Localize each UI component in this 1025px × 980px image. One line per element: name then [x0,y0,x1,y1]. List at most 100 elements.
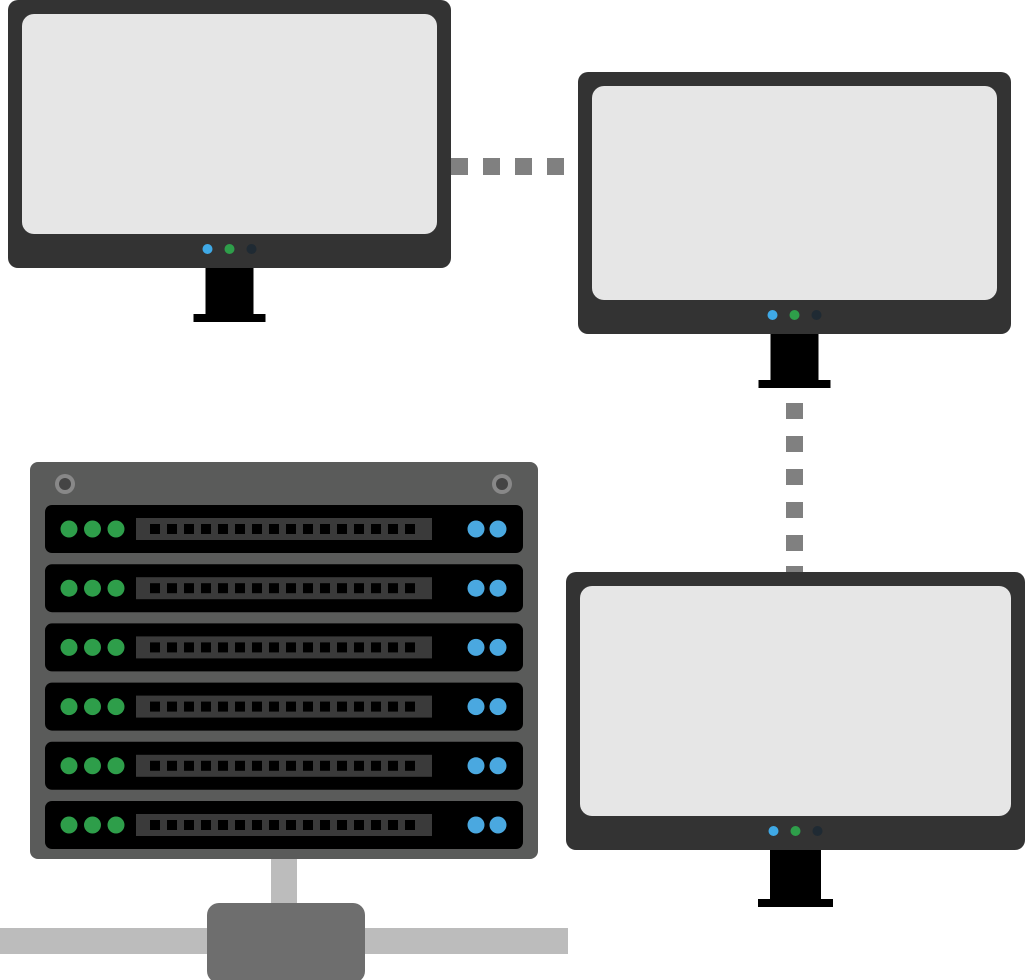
rack-unit-slot [388,820,398,830]
rack-unit-slot [371,820,381,830]
rack-unit-slot [269,583,279,594]
rack-unit-slot [150,760,160,771]
connector-dot [786,469,803,485]
rack-unit-slot [371,524,381,534]
rack-unit-slot [167,524,177,534]
rack-led-green [84,698,101,716]
monitor-stand-base [193,314,266,322]
connector-dot [786,403,803,419]
connector-dot [547,158,564,175]
rack-unit-slot [167,820,177,830]
connector-dot [786,566,803,573]
rack-unit-slot [269,642,279,653]
rack-unit-slot [218,760,228,771]
rack-unit-slot [218,701,228,712]
rack-unit-slot [354,760,364,771]
rack-led-green [107,520,125,538]
rack-unit-slot [286,820,296,830]
rack-led-green [84,757,101,775]
rack-led-green [60,816,78,834]
rack-unit-slot [388,701,398,712]
rack-unit-slot [167,760,177,771]
connector-dot [515,158,532,175]
rack-screw-center [59,478,71,490]
rack-led-green [60,579,78,597]
rack-unit-slot [201,642,211,653]
rack-unit-slot [235,583,245,594]
rack-unit-slot [252,524,262,534]
rack-unit-slot [371,760,381,771]
rack-unit-slot [201,760,211,771]
rack-unit-slot [201,701,211,712]
monitor-led-3 [246,244,257,254]
rack-led-blue [489,698,507,716]
network-bus [0,852,568,980]
rack-unit-slot [252,760,262,771]
rack-unit-slot [354,701,364,712]
rack-led-green [60,698,78,716]
monitor-screen [592,86,997,300]
monitor-stand-neck [770,848,821,900]
monitor-led-3 [811,310,822,320]
rack-unit-slot [320,524,330,534]
rack-unit-slot [337,524,347,534]
rack-unit-slot [150,701,160,712]
rack-unit-slot [235,760,245,771]
rack-unit-slot [286,701,296,712]
rack-led-blue [467,638,485,656]
monitor-screen [22,14,437,234]
rack-led-green [107,816,125,834]
rack-unit-slot [235,524,245,534]
rack-unit-slot [235,820,245,830]
monitor-led-1 [768,826,779,836]
rack-led-green [107,579,125,597]
rack-unit [45,682,523,731]
rack-unit-slot [354,583,364,594]
rack-unit-slot [286,642,296,653]
rack-unit-slot [337,583,347,594]
rack-unit [45,801,523,849]
rack-unit-slot [184,701,194,712]
rack-unit-slot [320,760,330,771]
rack-unit-slot [167,701,177,712]
rack-unit-panel [136,695,432,718]
rack-unit-slot [354,642,364,653]
rack-unit-slot [405,760,415,771]
rack-unit-slot [388,583,398,594]
rack-led-blue [489,638,507,656]
rack-unit-slot [388,642,398,653]
rack-unit-slot [269,760,279,771]
rack-unit-slot [150,524,160,534]
rack-unit-slot [388,760,398,771]
rack-unit-slot [388,524,398,534]
rack-unit-slot [405,642,415,653]
rack-unit-slot [184,760,194,771]
rack-led-blue [467,757,485,775]
rack-unit-slot [337,701,347,712]
rack-unit-slot [354,524,364,534]
rack-led-green [60,520,78,538]
server-rack [30,462,538,859]
connector-dot [786,502,803,518]
rack-led-green [60,757,78,775]
rack-unit-slot [184,524,194,534]
rack-led-green [107,638,125,656]
rack-unit-slot [218,583,228,594]
monitor-stand-base [758,899,833,907]
rack-drop-line [271,852,297,912]
rack-unit-slot [405,583,415,594]
rack-unit-slot [337,760,347,771]
connector-dot [786,436,803,452]
rack-unit-slot [218,820,228,830]
rack-unit-slot [150,820,160,830]
rack-unit-panel [136,636,432,659]
rack-unit-slot [286,524,296,534]
rack-unit-slot [269,820,279,830]
rack-unit-slot [167,583,177,594]
monitor-led-1 [767,310,778,320]
rack-unit-slot [286,760,296,771]
monitor-stand-base [758,380,831,388]
connectors [451,158,803,573]
rack-unit-slot [303,642,313,653]
